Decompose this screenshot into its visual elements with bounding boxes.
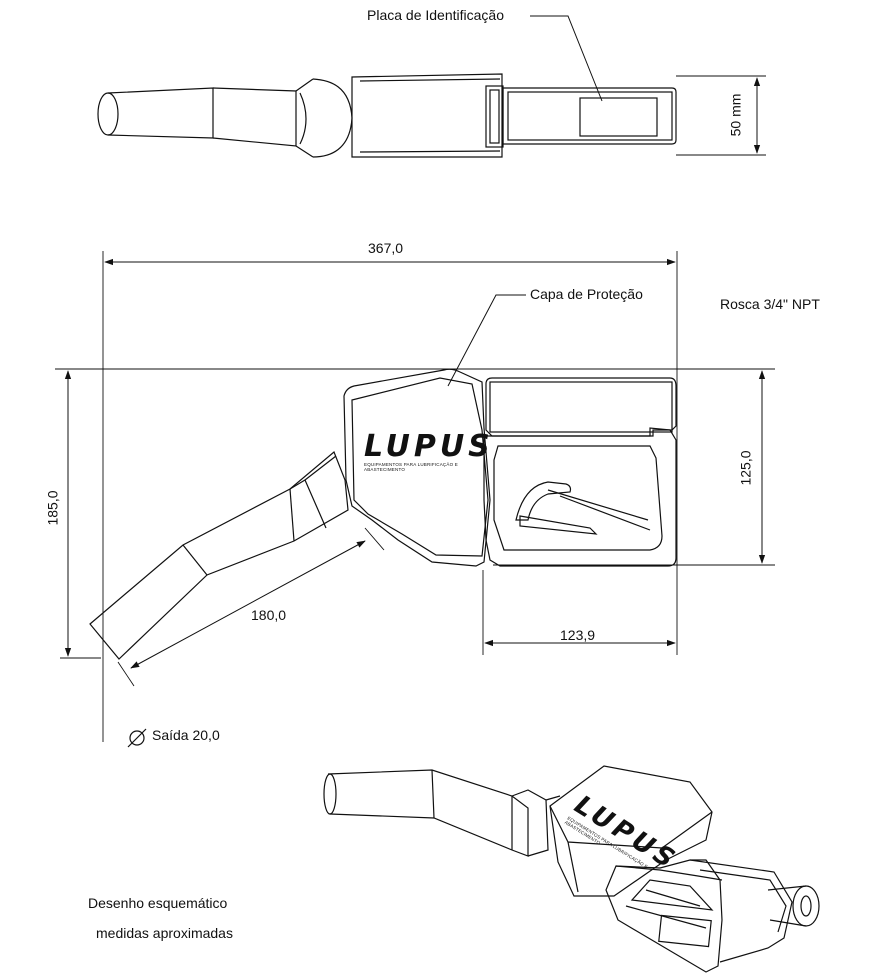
nameplate-rect	[579, 97, 658, 137]
nameplate-label: Placa de Identificação	[367, 7, 504, 23]
note-line-2: medidas aproximadas	[96, 925, 233, 941]
trigger-guard	[483, 427, 677, 567]
side-head-top	[485, 377, 677, 437]
isometric-view	[323, 765, 820, 973]
side-view	[55, 251, 775, 748]
top-spout	[107, 87, 214, 139]
iso-body	[549, 765, 713, 897]
thread-label: Rosca 3/4" NPT	[720, 296, 820, 312]
top-view	[97, 15, 766, 158]
iso-hose	[327, 769, 529, 857]
top-cone	[212, 87, 297, 147]
dim-width-top: 50 mm	[727, 93, 744, 137]
lupus-logo: LUPUS EQUIPAMENTOS PARA LUBRIFICAÇÃO E A…	[364, 429, 494, 473]
side-body	[343, 368, 491, 567]
top-body	[351, 73, 503, 158]
cap-leader	[447, 294, 526, 387]
nameplate-leader	[530, 15, 603, 102]
side-spout	[89, 451, 349, 660]
dim-guard-length: 123,9	[560, 627, 596, 643]
lupus-logo-tagline: EQUIPAMENTOS PARA LUBRIFICAÇÃO E ABASTEC…	[364, 462, 458, 472]
trigger-lever	[515, 481, 572, 521]
top-head	[502, 87, 677, 145]
dim-body-height: 125,0	[737, 450, 754, 486]
dim-spout-length: 180,0	[251, 607, 287, 623]
top-spout-end	[97, 92, 119, 136]
iso-guard	[689, 859, 793, 963]
lupus-logo-word: LUPUS	[364, 429, 494, 464]
top-collar	[485, 85, 504, 148]
dim-overall-height: 185,0	[44, 490, 61, 526]
cap-label: Capa de Proteção	[530, 286, 643, 302]
dim-overall-length: 367,0	[368, 240, 404, 256]
outlet-label: Saída 20,0	[152, 727, 220, 743]
note-line-1: Desenho esquemático	[88, 895, 228, 911]
